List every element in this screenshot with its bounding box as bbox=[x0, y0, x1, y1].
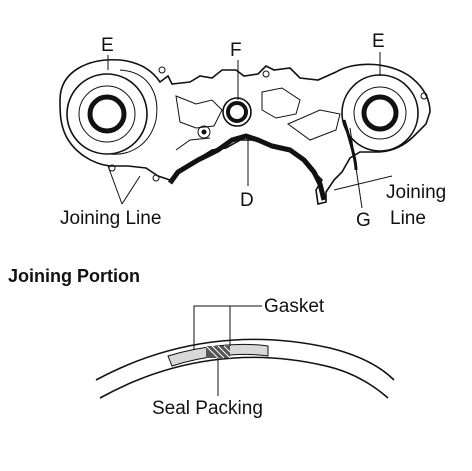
gasket-bracket bbox=[193, 305, 231, 350]
label-e-right: E bbox=[372, 31, 385, 52]
cover-outline bbox=[59, 59, 431, 205]
cover-boss bbox=[175, 95, 223, 129]
heading-joining-portion: Joining Portion bbox=[8, 266, 140, 286]
label-joining-line-right-2: Line bbox=[390, 208, 426, 229]
label-gasket: Gasket bbox=[264, 296, 325, 317]
gasket-seal-line bbox=[167, 133, 327, 201]
bolt-hole-center bbox=[201, 129, 207, 135]
label-e-left: E bbox=[101, 35, 114, 56]
label-g: G bbox=[356, 210, 371, 231]
label-joining-line-left: Joining Line bbox=[60, 208, 161, 229]
left-camshaft-pulley bbox=[66, 73, 148, 155]
mount-tab-3 bbox=[420, 92, 428, 100]
label-d: D bbox=[240, 190, 254, 211]
cover-arc-outer bbox=[95, 338, 395, 381]
cover-arc-inner bbox=[99, 356, 389, 399]
timing-belt-cover bbox=[59, 59, 431, 205]
center-idler bbox=[222, 97, 252, 127]
bolt-hole bbox=[197, 125, 211, 139]
mount-tab-1 bbox=[158, 66, 166, 74]
cover-bracket bbox=[287, 109, 341, 141]
seal-packing-ring bbox=[342, 119, 358, 171]
joining-portion-detail bbox=[95, 305, 395, 399]
label-seal-packing: Seal Packing bbox=[152, 398, 263, 419]
mount-tab-2 bbox=[262, 70, 270, 78]
mount-tab-5 bbox=[152, 174, 160, 182]
label-f: F bbox=[230, 40, 242, 61]
seal-packing-hatch bbox=[205, 345, 231, 359]
cover-rib-right bbox=[261, 87, 301, 119]
label-joining-line-right-1: Joining bbox=[386, 182, 446, 203]
leader-lines bbox=[107, 52, 393, 209]
cover-edge-detail bbox=[175, 137, 211, 151]
left-cover-rib bbox=[109, 69, 158, 155]
right-camshaft-pulley bbox=[341, 74, 419, 152]
